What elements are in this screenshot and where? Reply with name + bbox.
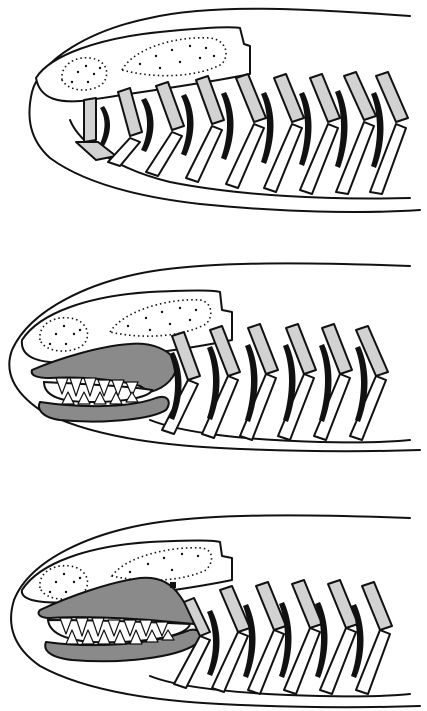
nasal-capsule xyxy=(40,318,88,351)
arch-lower-2 xyxy=(108,138,140,166)
spiracle xyxy=(170,582,176,588)
arch-upper-8 xyxy=(344,72,376,120)
arch-upper-4 xyxy=(196,76,224,124)
arch-upper-6 xyxy=(274,74,304,122)
arch-lower-1 xyxy=(76,142,116,160)
nasal-capsule xyxy=(62,58,107,90)
panel-early-jaws xyxy=(9,263,420,451)
arch-upper-3 xyxy=(156,82,184,130)
panel-advanced-jaws xyxy=(11,515,420,707)
arch-upper-1 xyxy=(84,98,96,142)
arch-upper-5 xyxy=(236,74,266,122)
gill-arches xyxy=(76,72,408,194)
panel-jawless-ancestor xyxy=(29,9,420,212)
arch-upper-7 xyxy=(310,74,340,122)
arch-upper-2 xyxy=(118,88,142,136)
